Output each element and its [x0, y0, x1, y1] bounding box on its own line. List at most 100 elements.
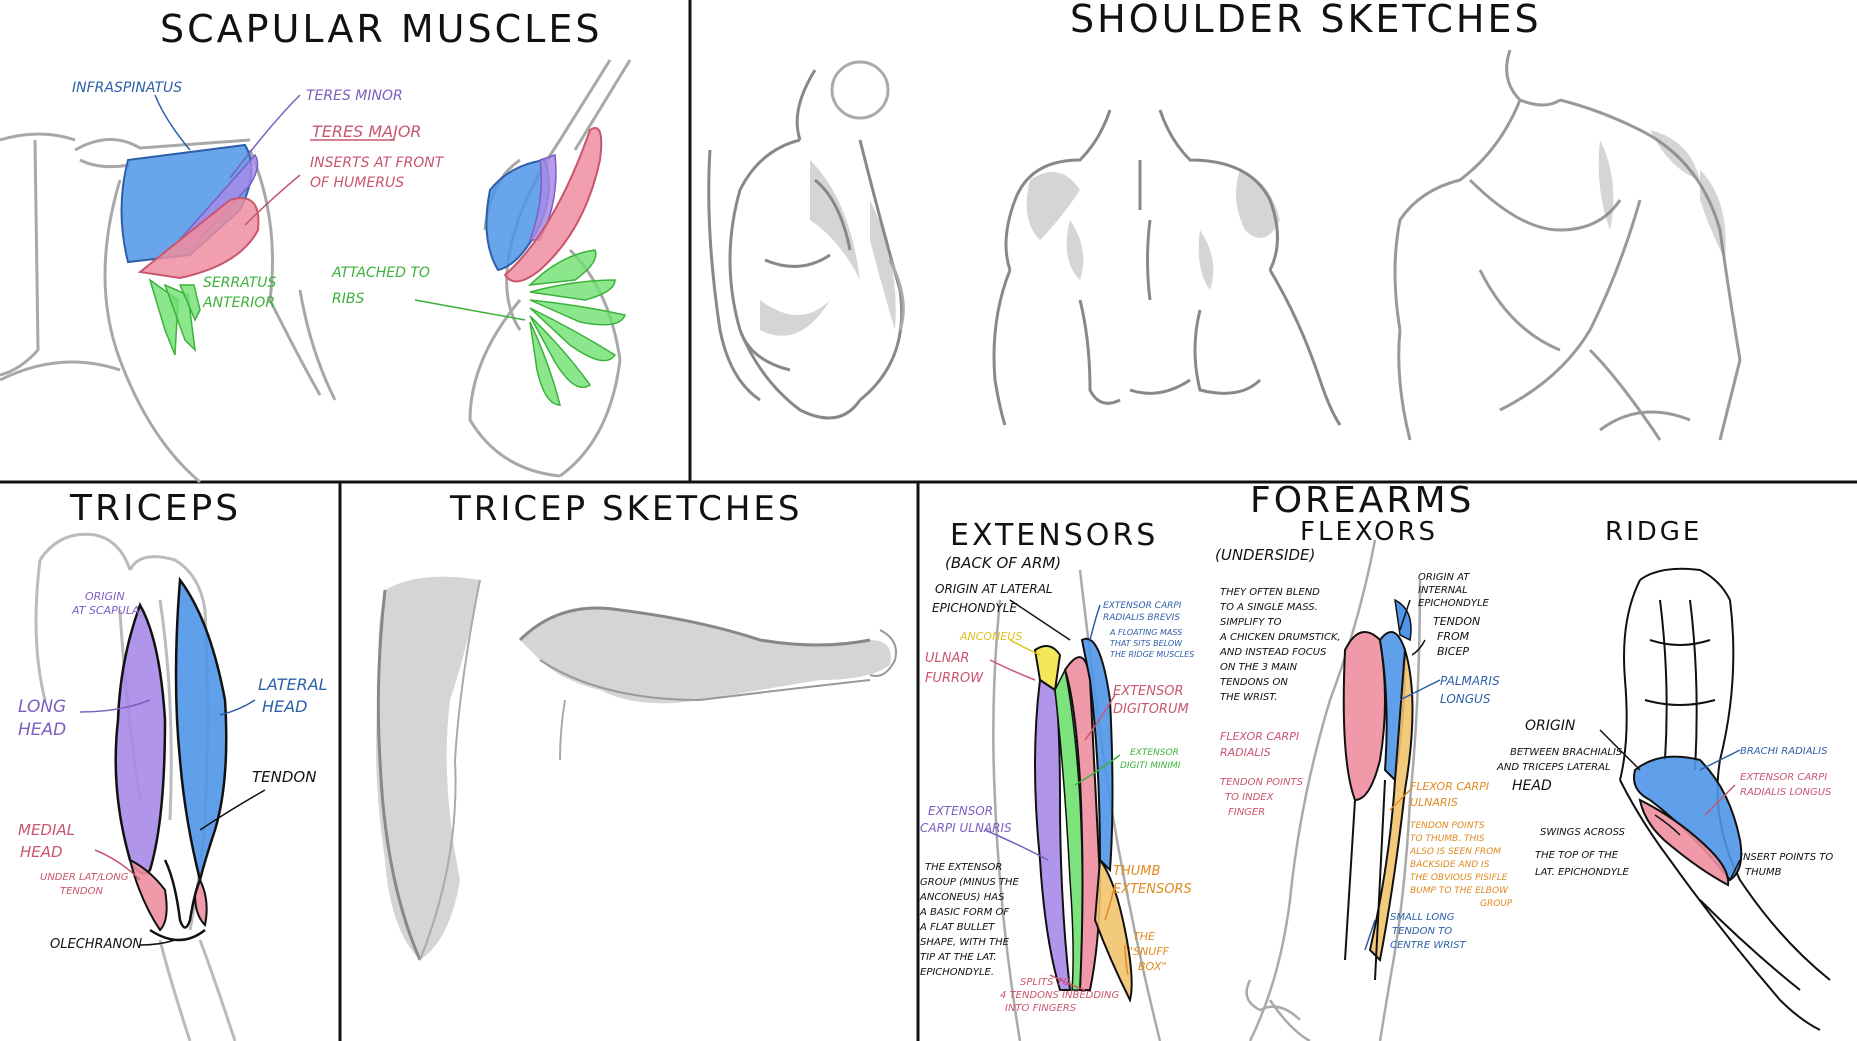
label-fcr-1: FLEXOR CARPI — [1220, 730, 1299, 743]
label-group-7: TIP AT THE LAT. — [920, 952, 997, 963]
label-minimi-1: EXTENSOR — [1130, 748, 1179, 758]
label-flx-note-5: AND INSTEAD FOCUS — [1219, 647, 1327, 658]
label-insert-1: INSERT POINTS TO — [1740, 852, 1833, 863]
label-thumb-1: THUMB — [1113, 864, 1160, 879]
label-medial-head-2: HEAD — [20, 843, 63, 861]
flexors-heading: FLEXORS — [1300, 517, 1438, 547]
teres-major-shape — [137, 197, 260, 280]
label-flx-origin-3: EPICHONDYLE — [1418, 598, 1490, 609]
shoulder-sketch-3 — [1393, 49, 1742, 441]
shoulder-sketch-2 — [992, 109, 1342, 426]
anconeus-shape — [1033, 645, 1062, 692]
label-teres-major-note-2: OF HUMERUS — [310, 175, 404, 191]
label-ridge-origin-3: AND TRICEPS LATERAL — [1496, 762, 1611, 773]
serratus-side-shape — [527, 249, 626, 406]
label-lateral-head-2: HEAD — [262, 697, 307, 716]
serratus-left-shape — [148, 278, 201, 356]
label-ecrl-2: RADIALIS LONGUS — [1740, 787, 1832, 798]
label-attached-2: RIBS — [332, 291, 364, 307]
flexor-tendons-shape — [1344, 779, 1386, 981]
label-group-1: THE EXTENSOR — [925, 862, 1002, 873]
label-tendon: TENDON — [252, 768, 316, 786]
shoulder-sketch-1-shading — [760, 160, 896, 336]
label-fcu-9: GROUP — [1480, 899, 1513, 909]
label-teres-minor: TERES MINOR — [306, 88, 403, 104]
shoulder-sketch-2-shading — [1026, 170, 1280, 290]
label-attached-1: ATTACHED TO — [331, 265, 430, 281]
olecranon-shape — [149, 928, 206, 942]
panel-scapular-muscles: SCAPULAR MUSCLES — [0, 7, 632, 484]
label-small-2: TENDON TO — [1392, 926, 1452, 937]
label-fcu-6: BACKSIDE AND IS — [1410, 860, 1490, 870]
label-ecu-2: CARPI ULNARIS — [920, 821, 1012, 835]
shoulder-sketch-1 — [707, 60, 905, 420]
label-fcr-3: TENDON POINTS — [1220, 777, 1304, 788]
label-snuff-2: "SNUFF — [1128, 945, 1170, 958]
label-brachi: BRACHI RADIALIS — [1740, 746, 1828, 757]
shoulder-sketch-3-shading — [1598, 130, 1726, 260]
label-flx-note-8: THE WRIST. — [1220, 692, 1277, 703]
label-swings-2: THE TOP OF THE — [1535, 850, 1619, 861]
label-ridge-origin-1: ORIGIN — [1525, 718, 1576, 734]
extensor-carpi-brevis-shape — [1080, 637, 1114, 873]
label-flx-note-1: THEY OFTEN BLEND — [1220, 587, 1320, 598]
label-thumb-2: EXTENSORS — [1113, 882, 1192, 897]
label-ridge-origin-4: HEAD — [1512, 778, 1552, 794]
label-medial-note-1: UNDER LAT/LONG — [40, 872, 129, 883]
scapular-leader-lines — [154, 94, 526, 321]
label-flx-origin-1: ORIGIN AT — [1418, 572, 1470, 583]
tendon-shape — [163, 859, 202, 929]
extensors-subheading: (BACK OF ARM) — [945, 554, 1061, 572]
label-swings-3: LAT. EPICHONDYLE — [1535, 867, 1629, 878]
label-splits-1: SPLITS TO — [1020, 977, 1071, 988]
label-lateral-head-1: LATERAL — [258, 675, 328, 694]
shoulder-title: SHOULDER SKETCHES — [1070, 0, 1542, 41]
label-flx-origin-2: INTERNAL — [1418, 585, 1468, 596]
label-splits-2: 4 TENDONS INBEDDING — [1000, 990, 1119, 1001]
ridge-heading: RIDGE — [1605, 517, 1702, 547]
label-group-2: GROUP (MINUS THE — [920, 877, 1020, 888]
forearms-title: FOREARMS — [1250, 480, 1474, 521]
label-ecrb-1: EXTENSOR CARPI — [1103, 601, 1182, 611]
extensors-heading: EXTENSORS — [950, 518, 1158, 553]
label-splits-3: INTO FINGERS — [1005, 1003, 1077, 1014]
label-long-head-2: HEAD — [18, 720, 66, 740]
panel-forearms: FOREARMS EXTENSORS (BACK OF ARM) — [919, 480, 1833, 1041]
label-ecu-1: EXTENSOR — [928, 804, 993, 818]
medial-head-shape — [128, 858, 168, 932]
label-flx-note-4: A CHICKEN DRUMSTICK, — [1219, 632, 1341, 643]
label-ridge-origin-2: BETWEEN BRACHIALIS — [1510, 747, 1623, 758]
label-digitorum-1: EXTENSOR — [1113, 684, 1184, 699]
label-small-3: CENTRE WRIST — [1390, 940, 1466, 951]
label-palmaris-1: PALMARIS — [1440, 674, 1500, 688]
label-serratus-1: SERRATUS — [203, 275, 277, 291]
label-snuff-3: BOX" — [1138, 960, 1167, 973]
flexors-subheading: (UNDERSIDE) — [1215, 546, 1315, 564]
flexor-leader-lines — [1364, 599, 1441, 951]
triceps-title: TRICEPS — [69, 488, 241, 529]
label-ecrb-4: THAT SITS BELOW — [1110, 639, 1183, 648]
label-snuff-1: THE — [1133, 930, 1155, 943]
label-ulnar-2: FURROW — [925, 671, 984, 686]
label-small-1: SMALL LONG — [1390, 912, 1455, 923]
label-group-4: A BASIC FORM OF — [919, 907, 1009, 918]
label-fcr-4: TO INDEX — [1225, 792, 1275, 803]
tricep-sketch-horizontal — [518, 606, 897, 761]
label-insert-2: THUMB — [1745, 867, 1782, 878]
label-ecrl-1: EXTENSOR CARPI — [1740, 772, 1827, 783]
label-origin-2: AT SCAPULA — [71, 604, 139, 617]
label-flx-tendon-2: FROM — [1437, 630, 1470, 643]
label-group-3: ANCONEUS) HAS — [919, 892, 1005, 903]
label-ulnar-1: ULNAR — [925, 651, 969, 666]
brachioradialis-shape — [1633, 755, 1743, 882]
label-teres-major: TERES MAJOR — [312, 122, 422, 141]
label-fcu-2: ULNARIS — [1410, 796, 1458, 809]
flexor-radialis-shape — [1342, 631, 1386, 802]
tricep-sketches-title: TRICEP SKETCHES — [449, 489, 802, 529]
label-fcu-8: BUMP TO THE ELBOW — [1410, 886, 1509, 896]
label-fcu-1: FLEXOR CARPI — [1410, 780, 1489, 793]
label-olecranon: OLECHRANON — [50, 937, 142, 952]
label-fcr-2: RADIALIS — [1220, 746, 1271, 759]
